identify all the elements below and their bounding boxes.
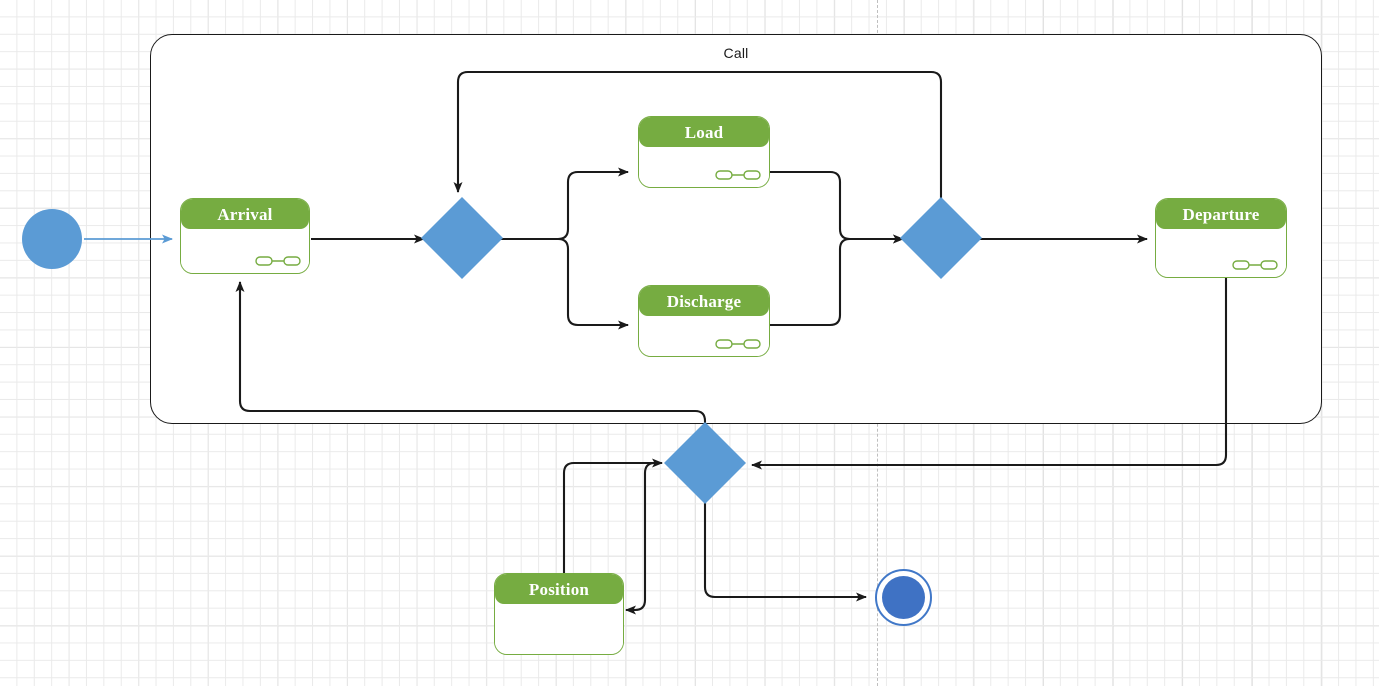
state-title-load: Load xyxy=(684,122,724,142)
state-title-departure: Departure xyxy=(1182,204,1260,224)
state-title-discharge: Discharge xyxy=(666,291,742,311)
state-node-load[interactable]: Load xyxy=(638,116,770,188)
final-node[interactable] xyxy=(875,569,932,626)
state-title-arrival: Arrival xyxy=(217,204,273,224)
link-icon xyxy=(255,256,301,266)
edge-position-decision3 xyxy=(562,458,663,573)
initial-node[interactable] xyxy=(22,209,82,269)
state-header-position: Position xyxy=(495,574,623,604)
state-header-departure: Departure xyxy=(1156,199,1286,229)
state-body-arrival xyxy=(181,229,309,273)
state-node-departure[interactable]: Departure xyxy=(1155,198,1287,278)
link-icon xyxy=(1232,260,1278,270)
link-icon xyxy=(715,170,761,180)
state-body-position xyxy=(495,604,623,654)
state-node-position[interactable]: Position xyxy=(494,573,624,655)
link-icon xyxy=(715,339,761,349)
composite-state-call-label: Call xyxy=(723,45,749,61)
edge-decision3-position xyxy=(625,461,656,615)
composite-state-call[interactable]: Call xyxy=(150,34,1322,424)
edge-decision3-end xyxy=(703,492,867,602)
state-title-position: Position xyxy=(528,579,590,599)
state-body-discharge xyxy=(639,316,769,356)
state-node-discharge[interactable]: Discharge xyxy=(638,285,770,357)
state-header-arrival: Arrival xyxy=(181,199,309,229)
state-header-discharge: Discharge xyxy=(639,286,769,316)
state-body-load xyxy=(639,147,769,187)
decision-node-3[interactable] xyxy=(663,421,747,505)
state-header-load: Load xyxy=(639,117,769,147)
state-node-arrival[interactable]: Arrival xyxy=(180,198,310,274)
state-body-departure xyxy=(1156,229,1286,277)
